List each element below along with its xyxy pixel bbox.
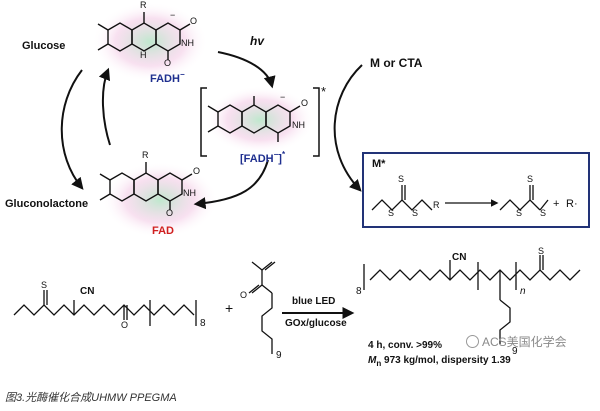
excited-star-bracket: * — [321, 84, 327, 99]
fadh-H: H — [140, 50, 147, 60]
fad-label: FAD — [152, 225, 174, 237]
wechat-icon — [466, 335, 479, 348]
fad-structure — [99, 162, 193, 210]
cn-label-product: CN — [452, 252, 467, 263]
product-S-top: S — [527, 174, 534, 184]
arrow-m-or-cta — [333, 64, 363, 192]
m-star-label: M* — [372, 158, 386, 170]
fadh-O-bottom: O — [164, 58, 172, 68]
arrow-hv — [217, 51, 276, 89]
fadh-O-top: O — [190, 16, 198, 26]
figure-caption: 图3.光酶催化合成UHMW PPEGMA — [5, 392, 177, 404]
reaction-plus: + — [225, 300, 234, 316]
fadh-NH: NH — [181, 38, 194, 48]
fad-O-top: O — [193, 166, 201, 176]
monomer-subscript-9: 9 — [276, 350, 282, 361]
fad-NH: NH — [183, 188, 196, 198]
cn-label-reactant: CN — [80, 286, 95, 297]
fadh-minus: − — [170, 10, 176, 20]
conditions-label: 4 h, conv. >99% — [368, 340, 443, 351]
reactant-S-top: S — [41, 280, 48, 290]
watermark: ACS美国化学会 — [466, 333, 567, 350]
protein-blob-top — [92, 2, 208, 82]
arrow-excited-to-fad — [193, 159, 269, 210]
reactant-O-carbonyl: O — [121, 320, 129, 330]
excited-O-top: O — [301, 98, 309, 108]
cta-S-right: S — [412, 208, 419, 218]
r-radical: R· — [566, 198, 578, 210]
mn-label: Mn 973 kg/mol, dispersity 1.39 — [368, 355, 511, 368]
product-structure — [363, 255, 581, 344]
mechanism-box — [362, 152, 590, 228]
m-or-cta-label: M or CTA — [370, 56, 423, 70]
monomer-O-carbonyl: O — [240, 290, 248, 300]
excited-minus: − — [280, 92, 286, 102]
product-S-left: S — [516, 208, 523, 218]
fadh-label: FADH− — [150, 70, 185, 85]
product-S-top: S — [538, 246, 545, 256]
fadh-excited-structure — [207, 96, 301, 142]
cta-S-left: S — [388, 208, 395, 218]
macro-cta-structure — [13, 290, 197, 326]
hv-label: hv — [250, 34, 265, 48]
gluconolactone-label: Gluconolactone — [5, 198, 89, 210]
arrow-glucose-cycle-left — [60, 69, 84, 190]
right-bracket — [313, 87, 320, 157]
blue-led-label: blue LED — [292, 296, 336, 307]
fadh-excited-label: [FADH−]* — [240, 150, 286, 165]
fad-O-bottom: O — [166, 208, 174, 218]
arrow-fad-to-fadh — [98, 67, 111, 146]
box-plus: + — [553, 198, 560, 210]
protein-blob-bottom — [102, 162, 218, 238]
cta-S-top: S — [398, 174, 405, 184]
reactant-subscript-8: 8 — [200, 318, 206, 329]
product-n-subscript: n — [520, 286, 526, 297]
product-subscript-8: 8 — [356, 286, 362, 297]
protein-blob-middle — [205, 86, 315, 154]
product-subscript-9: 9 — [512, 346, 518, 357]
monomer-structure — [248, 261, 276, 354]
fadh-R: R — [140, 0, 147, 10]
product-S-right: S — [540, 208, 547, 218]
cta-R: R — [433, 200, 440, 210]
fadh-structure — [97, 12, 191, 60]
left-bracket — [200, 87, 207, 157]
excited-NH: NH — [292, 120, 305, 130]
glucose-label: Glucose — [22, 40, 66, 52]
cta-structure — [371, 185, 549, 211]
gox-glucose-label: GOx/glucose — [285, 318, 347, 329]
fad-R: R — [142, 150, 149, 160]
